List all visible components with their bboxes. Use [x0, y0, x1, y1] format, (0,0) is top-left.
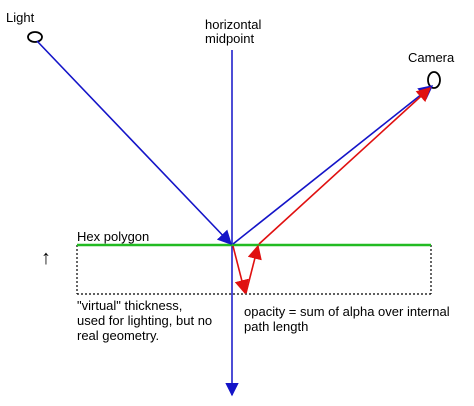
hex-polygon-label: Hex polygon	[77, 229, 150, 244]
up-arrow-icon: ↑	[41, 247, 51, 269]
exit-ray-to-camera	[258, 87, 432, 245]
camera-label: Camera	[408, 50, 455, 65]
light-source-icon	[27, 31, 43, 43]
light-label: Light	[6, 10, 35, 25]
virtual-thickness-label-line2: used for lighting, but no	[77, 313, 213, 328]
virtual-thickness-label-line3: real geometry.	[77, 328, 160, 343]
refracted-ray-down	[232, 245, 249, 295]
camera-icon	[427, 71, 441, 89]
midpoint-label-line1: horizontal	[205, 17, 262, 32]
opacity-label-line2: path length	[244, 319, 309, 334]
reflected-ray	[232, 85, 434, 245]
incident-ray	[36, 40, 232, 246]
virtual-thickness-label-line1: "virtual" thickness,	[77, 298, 183, 313]
midpoint-label-line2: midpoint	[205, 31, 255, 46]
opacity-label-line1: opacity = sum of alpha over internal	[244, 304, 450, 319]
refracted-ray-up	[245, 244, 262, 294]
